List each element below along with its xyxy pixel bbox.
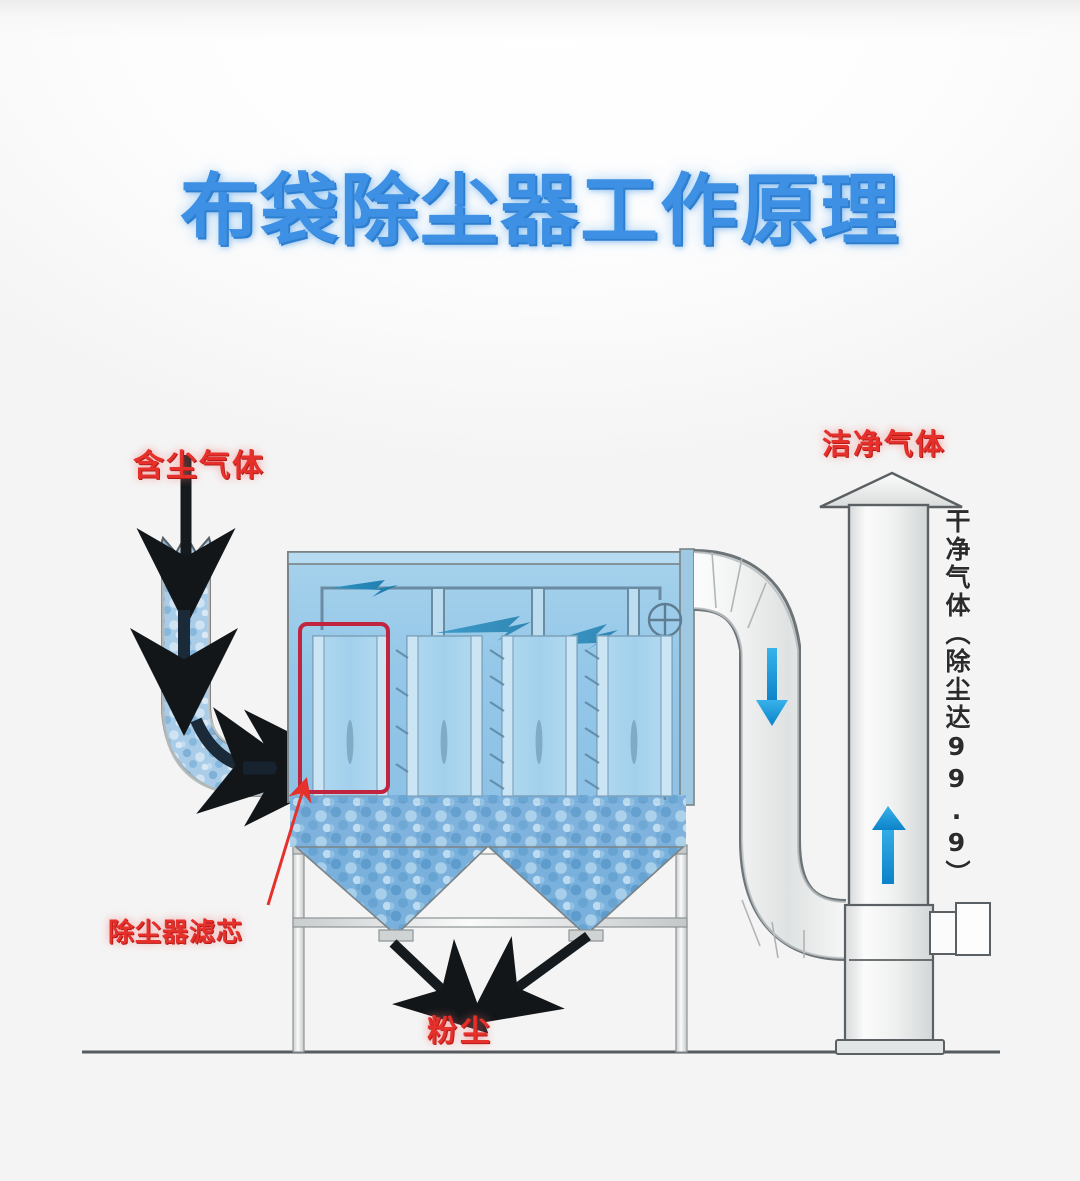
stack-rise-arrow: [872, 806, 906, 884]
stack-rain-cap: [819, 471, 963, 509]
clean-gas-arrows: [756, 648, 906, 884]
filter-bag-2: [406, 635, 483, 797]
duct-seams: [711, 551, 805, 959]
filter-highlight-box: [298, 622, 390, 794]
filter-bags: [312, 635, 673, 797]
hopper-left-outlet: [378, 929, 414, 942]
stack-lower-section: [843, 903, 935, 1049]
filter-bag-3: [501, 635, 578, 797]
page-title: 布袋除尘器工作原理: [179, 166, 900, 256]
stack-base-plate: [835, 1039, 945, 1055]
dust-arrow-right: [465, 931, 591, 1026]
outlet-duct: [692, 549, 848, 961]
filter-bag-1: [312, 635, 389, 797]
filter-highlight-annotation: [266, 622, 390, 906]
label-dust: 粉尘: [427, 1014, 493, 1049]
label-clean-gas-efficiency: 干净气体（除尘达99.9）: [942, 508, 971, 888]
dust-discharge-arrows: [389, 931, 591, 1034]
hopper-right: [486, 846, 686, 937]
label-inlet-gas: 含尘气体: [133, 448, 265, 484]
exhaust-stack: [819, 471, 991, 1055]
stack-side-box: [955, 902, 991, 956]
label-filter-cartridge: 除尘器滤芯: [108, 918, 244, 948]
outlet-descend-arrow: [756, 648, 788, 726]
manifold-drop-tubes: [431, 587, 640, 647]
filter-bag-4: [596, 635, 673, 797]
stack-side-duct: [929, 911, 959, 955]
filter-pointer-arrow: [266, 777, 312, 906]
bag-inflow-chevrons: [395, 649, 600, 790]
hopper-left: [293, 846, 489, 937]
dust-arrow-left: [389, 938, 489, 1034]
label-clean-gas: 洁净气体: [822, 427, 947, 461]
